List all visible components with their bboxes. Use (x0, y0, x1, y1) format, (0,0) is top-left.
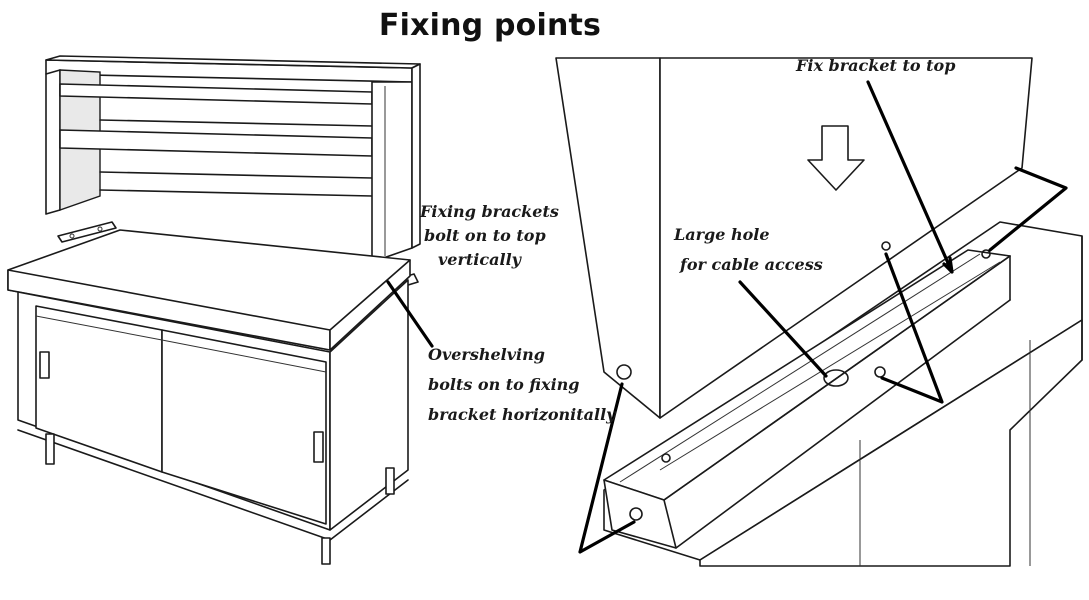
fixing-brackets-label: Fixing brackets bolt on to top verticall… (420, 200, 559, 272)
fixing-bracket-left (57, 221, 117, 243)
fixing-brackets-line-1: Fixing brackets (420, 202, 559, 221)
fixing-brackets-line-3: vertically (438, 250, 521, 269)
large-hole-line-2: for cable access (680, 255, 823, 274)
overshelving-label: Overshelving bolts on to fixing bracket … (428, 340, 615, 430)
large-hole-line-1: Large hole (674, 225, 770, 244)
fixing-brackets-line-2: bolt on to top (424, 226, 546, 245)
overshelving-line-2: bolts on to fixing (428, 375, 580, 394)
fix-bracket-top-label: Fix bracket to top (796, 56, 956, 75)
overshelving-line-1: Overshelving (428, 345, 545, 364)
closeup-upright (555, 57, 1033, 419)
overshelf-unit (45, 55, 421, 263)
cabinet (7, 229, 411, 565)
closeup-worktop (603, 221, 1083, 567)
diagram-title: Fixing points (378, 8, 602, 43)
leader-lines (386, 80, 1068, 554)
large-hole-label: Large hole for cable access (674, 220, 823, 280)
down-arrow-icon (807, 125, 865, 191)
overshelving-line-3: bracket horizonitally (428, 405, 616, 424)
